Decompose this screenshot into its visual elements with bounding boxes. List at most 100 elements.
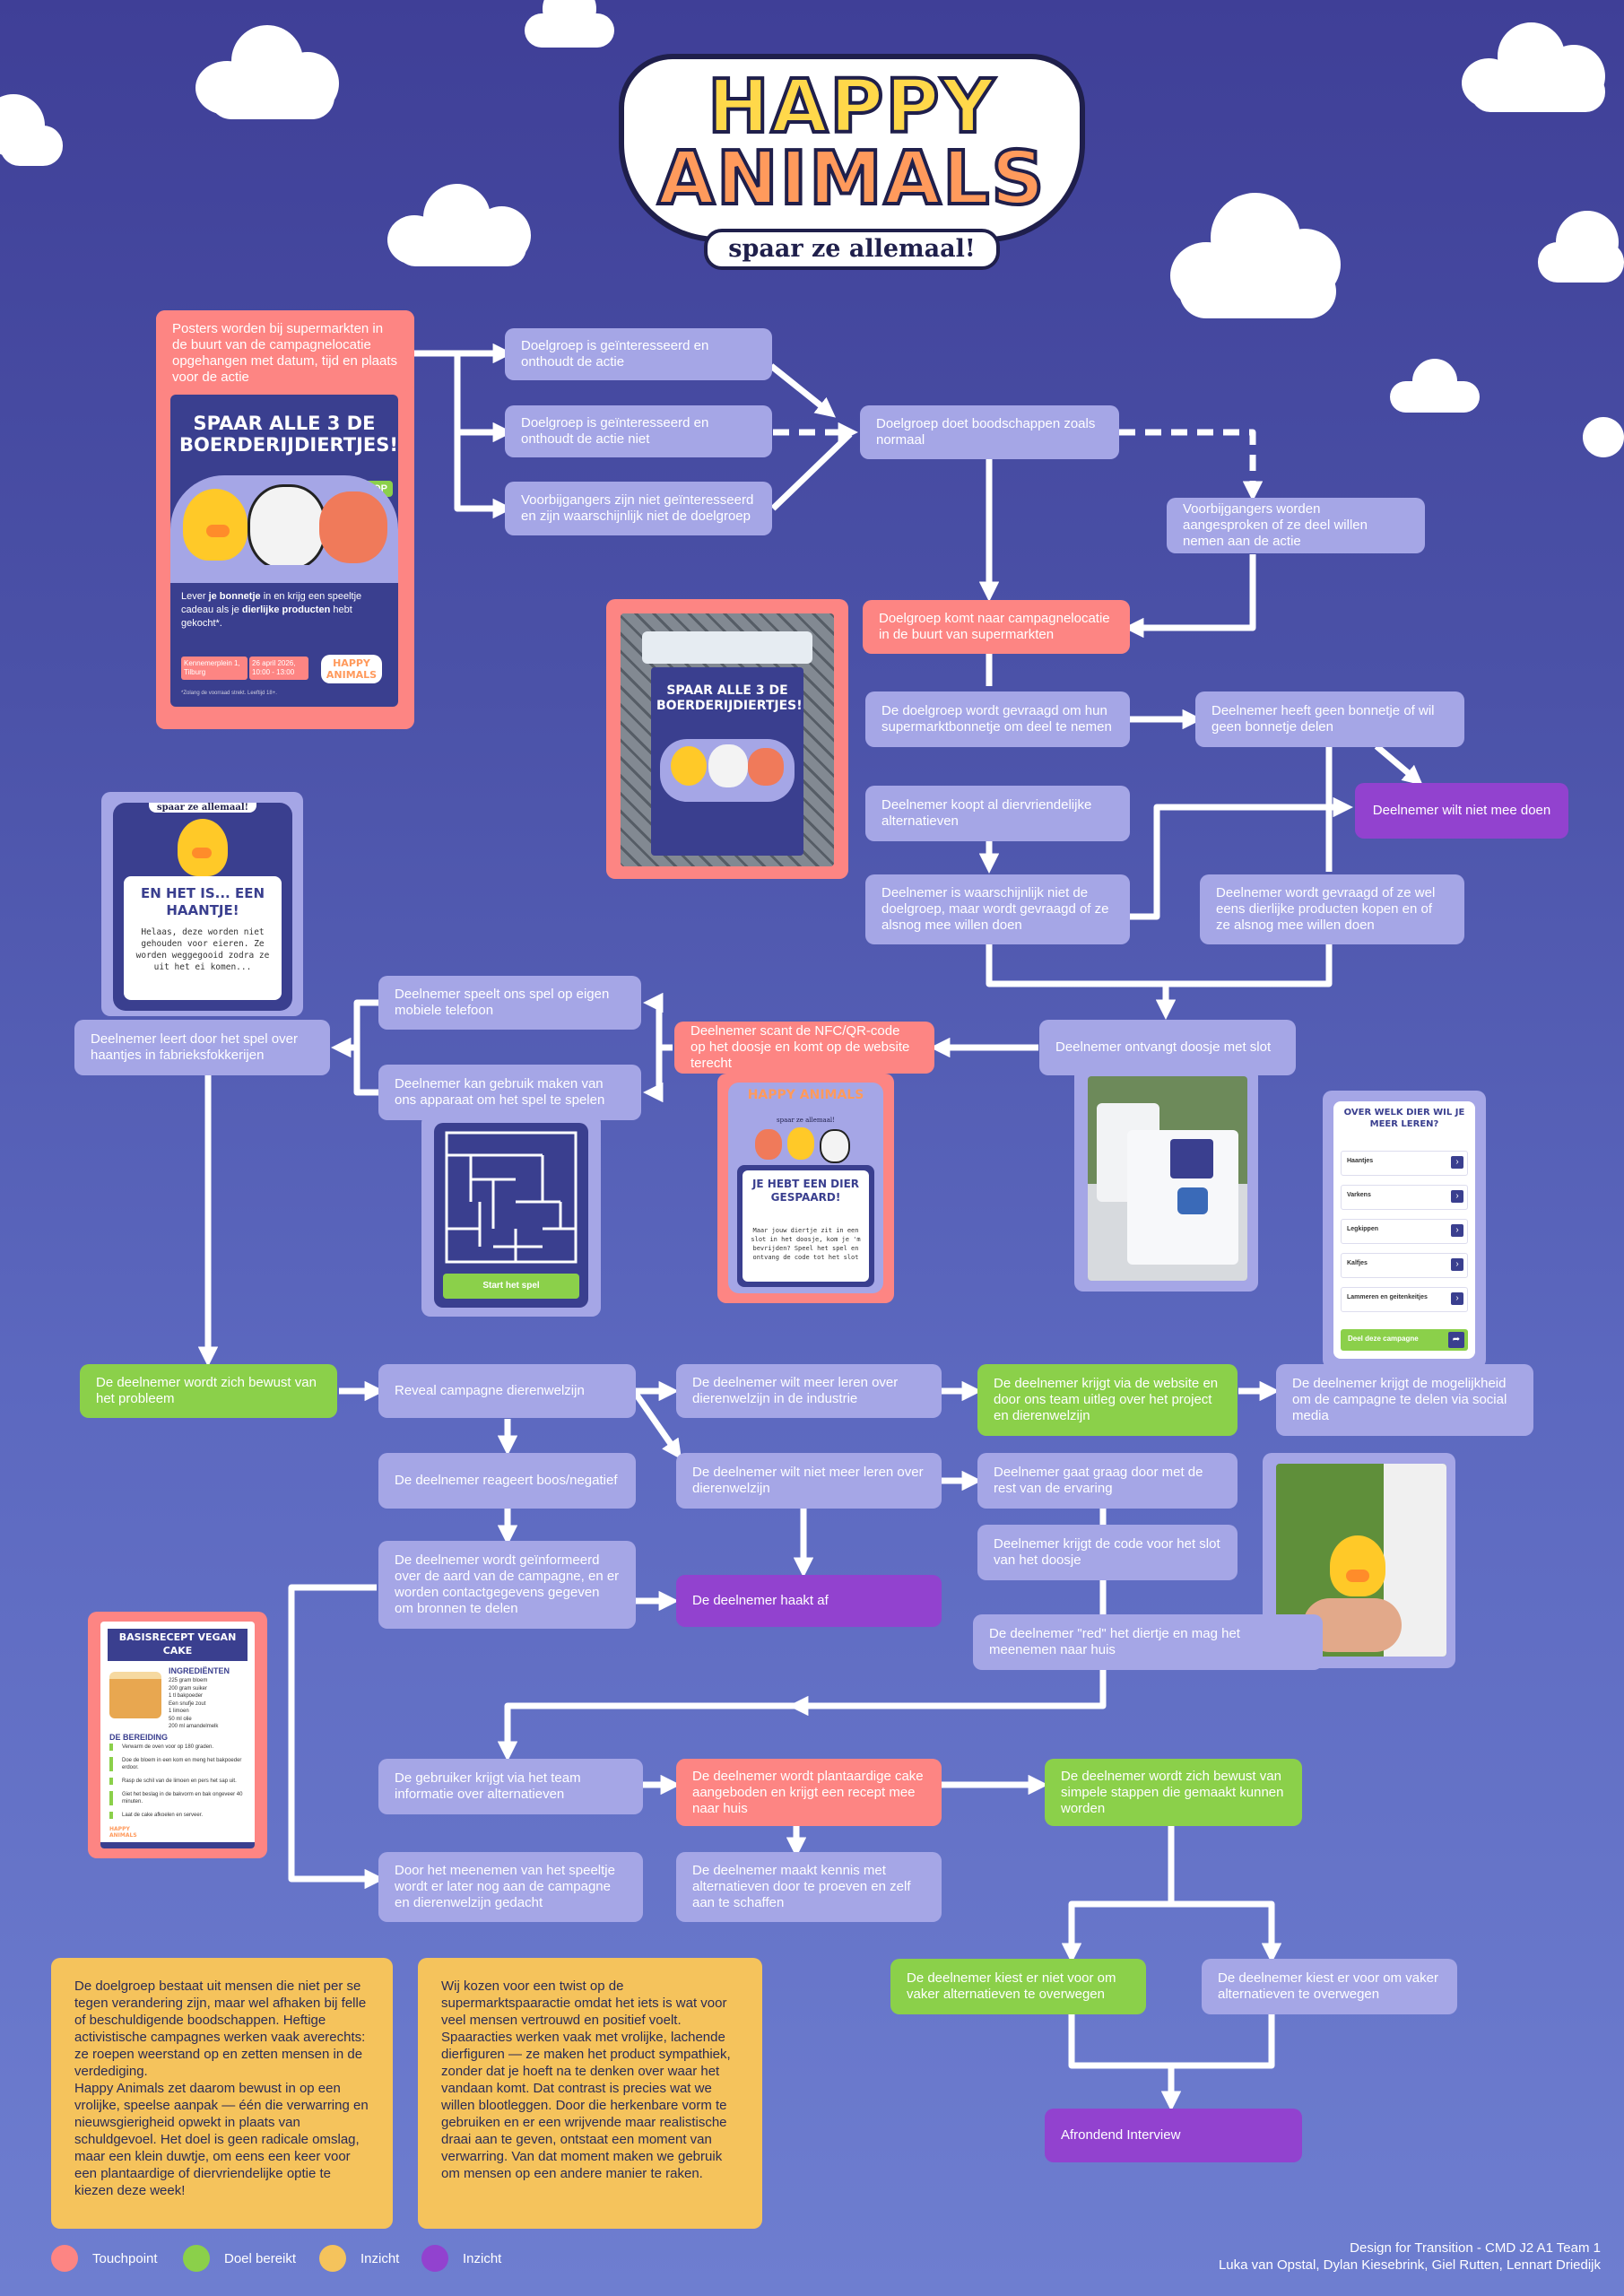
cloud: [1538, 211, 1624, 283]
cloud: [387, 184, 531, 266]
poster-title: SPAAR ALLE 3 DE BOERDERIJDIERTJES!: [179, 413, 398, 456]
maze-device: Start het spel: [434, 1123, 588, 1308]
chevron-right-icon: ›: [1451, 1258, 1463, 1271]
node-uses-device: Deelnemer kan gebruik maken van ons appa…: [378, 1065, 641, 1120]
reveal-screen: spaar ze allemaal! EN HET IS... EEN HAAN…: [113, 803, 292, 1011]
legend-swatch: [51, 2245, 78, 2272]
chevron-right-icon: ›: [1451, 1190, 1463, 1203]
cake-image: [109, 1672, 161, 1718]
node-team-explains: De deelnemer krijgt via de website en do…: [977, 1364, 1238, 1436]
node-not-interested: Voorbijgangers zijn niet geïnteresseerd …: [505, 482, 772, 535]
legend-insight: Inzicht: [319, 2245, 399, 2272]
location-poster-title: SPAAR ALLE 3 DE BOERDERIJDIERTJES!: [656, 683, 803, 713]
node-interested-forget: Doelgroep is geïnteresseerd en onthoudt …: [505, 405, 772, 457]
recipe-step: Laat de cake afkoelen en serveer.: [109, 1812, 248, 1819]
cloud: [195, 25, 339, 133]
saved-body: Maar jouw diertje zit in een slot in het…: [751, 1227, 861, 1261]
recipe-step: Giet het beslag in de bakvorm en bak ong…: [109, 1791, 248, 1805]
duck-beak: [206, 525, 230, 537]
node-share-social: De deelnemer krijgt de mogelijkheid om d…: [1276, 1364, 1533, 1436]
node-reveal: Reveal campagne dierenwelzijn: [378, 1364, 636, 1418]
recipe-title: BASISRECEPT VEGAN CAKE: [108, 1629, 248, 1661]
reveal-body: Helaas, deze worden niet gehouden voor e…: [135, 927, 270, 972]
poster-location: Kennemerplein 1, Tilburg: [181, 657, 248, 680]
recipe-step: Doe de bloem in een kom en meng het bakp…: [109, 1757, 248, 1771]
ingredient-item: 50 ml olie: [169, 1716, 192, 1722]
credits-team: Luka van Opstal, Dylan Kiesebrink, Giel …: [1218, 2257, 1601, 2273]
node-declines: Deelnemer wilt niet mee doen: [1355, 783, 1568, 839]
cloud: [1390, 359, 1480, 413]
poster-fineprint: *Zolang de voorraad strekt. Leeftijd 18+…: [181, 691, 277, 696]
recipe-step: Rasp de schil van de limoen en pers het …: [109, 1778, 248, 1785]
insight-note-right: Wij kozen voor een twist op de supermark…: [418, 1958, 762, 2229]
learn-title: OVER WELK DIER WIL JE MEER LEREN?: [1343, 1108, 1465, 1129]
saved-screen: HAPPY ANIMALS spaar ze allemaal! JE HEBT…: [728, 1083, 883, 1293]
node-asked-receipt: De doelgroep wordt gevraagd om hun super…: [865, 691, 1130, 747]
node-cake: De deelnemer wordt plantaardige cake aan…: [676, 1759, 942, 1826]
cloud: [1170, 193, 1341, 318]
legend-swatch: [319, 2245, 346, 2272]
ingredient-item: Een snufje zout: [169, 1700, 206, 1707]
node-angry: De deelnemer reageert boos/negatief: [378, 1453, 636, 1509]
node-not-learn: De deelnemer wilt niet meer leren over d…: [676, 1453, 942, 1509]
recipe-card: BASISRECEPT VEGAN CAKE INGREDIËNTEN 225 …: [100, 1622, 255, 1848]
maze-icon: [445, 1131, 578, 1264]
node-scans-nfc: Deelnemer scant de NFC/QR-code op het do…: [674, 1022, 934, 1074]
chevron-right-icon: ›: [1451, 1156, 1463, 1169]
node-not-target: Deelnemer is waarschijnlijk niet de doel…: [865, 874, 1130, 944]
animal-option[interactable]: Kalfjes›: [1341, 1253, 1468, 1278]
cloud: [1578, 417, 1624, 457]
animal-option[interactable]: Legkippen›: [1341, 1219, 1468, 1244]
box-photo: [1088, 1076, 1247, 1281]
credits-course: Design for Transition - CMD J2 A1 Team 1: [1350, 2240, 1601, 2256]
node-approached: Voorbijgangers worden aangesproken of ze…: [1167, 498, 1425, 553]
ingredient-item: 1 limoen: [169, 1709, 189, 1714]
node-posters: Posters worden bij supermarkten in de bu…: [156, 310, 414, 391]
poster-logo: HAPPY ANIMALS: [321, 655, 382, 683]
node-chooses-yes: De deelnemer kiest er voor om vaker alte…: [1202, 1959, 1457, 2014]
ingredient-item: 200 gram suiker: [169, 1685, 208, 1692]
recipe-step: Verwarm de oven voor op 180 graden.: [109, 1744, 248, 1751]
steps-heading: DE BEREIDING: [109, 1733, 169, 1742]
animal-option[interactable]: Varkens›: [1341, 1185, 1468, 1210]
location-photo: SPAAR ALLE 3 DE BOERDERIJDIERTJES!: [621, 613, 834, 866]
animal-option[interactable]: Haantjes›: [1341, 1151, 1468, 1176]
node-team-info: De gebruiker krijgt via het team informa…: [378, 1759, 643, 1814]
ingredients-heading: INGREDIËNTEN: [169, 1666, 230, 1675]
saved-logo: HAPPY ANIMALS: [747, 1088, 864, 1102]
lock-icon: [1177, 1187, 1208, 1214]
node-learns-game: Deelnemer leert door het spel over haant…: [74, 1020, 330, 1075]
chevron-right-icon: ›: [1451, 1292, 1463, 1305]
logo-tagline: spaar ze allemaal!: [704, 229, 1000, 270]
share-campaign-button[interactable]: Deel deze campagne ➦: [1341, 1329, 1468, 1351]
saved-title: JE HEBT EEN DIER GESPAARD!: [751, 1178, 860, 1204]
campaign-logo: HAPPY ANIMALS spaar ze allemaal!: [619, 54, 1085, 274]
chevron-right-icon: ›: [1451, 1224, 1463, 1237]
poster-datetime: 26 april 2026, 10:00 - 13:00: [249, 657, 308, 680]
animal-option[interactable]: Lammeren en geitenkeitjes›: [1341, 1287, 1468, 1312]
share-icon: ➦: [1448, 1332, 1464, 1348]
cow-toy: [248, 484, 326, 570]
pig-toy: [319, 491, 387, 563]
start-game-button[interactable]: Start het spel: [443, 1274, 579, 1299]
credits: Design for Transition - CMD J2 A1 Team 1…: [1219, 2239, 1601, 2274]
node-receives-box: Deelnemer ontvangt doosje met slot: [1039, 1020, 1296, 1075]
cloud: [0, 94, 63, 166]
node-interview: Afrondend Interview: [1045, 2109, 1302, 2162]
node-informed: De deelnemer wordt geïnformeerd over de …: [378, 1541, 636, 1629]
node-chooses-not: De deelnemer kiest er niet voor om vaker…: [890, 1959, 1146, 2014]
poster-body: Lever je bonnetje in en krijg een speelt…: [181, 591, 362, 629]
node-reminded: Door het meenemen van het speeltje wordt…: [378, 1852, 643, 1922]
reveal-title: EN HET IS... EEN HAANTJE!: [140, 885, 265, 918]
node-aware-problem: De deelnemer wordt zich bewust van het p…: [80, 1364, 337, 1418]
ingredient-item: 225 gram bloem: [169, 1678, 208, 1683]
legend-swatch: [183, 2245, 210, 2272]
node-arrives: Doelgroep komt naar campagnelocatie in d…: [863, 600, 1130, 654]
cloud: [525, 0, 614, 49]
reveal-tagline: spaar ze allemaal!: [149, 803, 256, 813]
node-simple-steps: De deelnemer wordt zich bewust van simpe…: [1045, 1759, 1302, 1826]
node-continues: Deelnemer gaat graag door met de rest va…: [977, 1453, 1238, 1509]
node-interested-remember: Doelgroep is geïnteresseerd en onthoudt …: [505, 328, 772, 380]
logo-animals: ANIMALS: [656, 135, 1046, 223]
